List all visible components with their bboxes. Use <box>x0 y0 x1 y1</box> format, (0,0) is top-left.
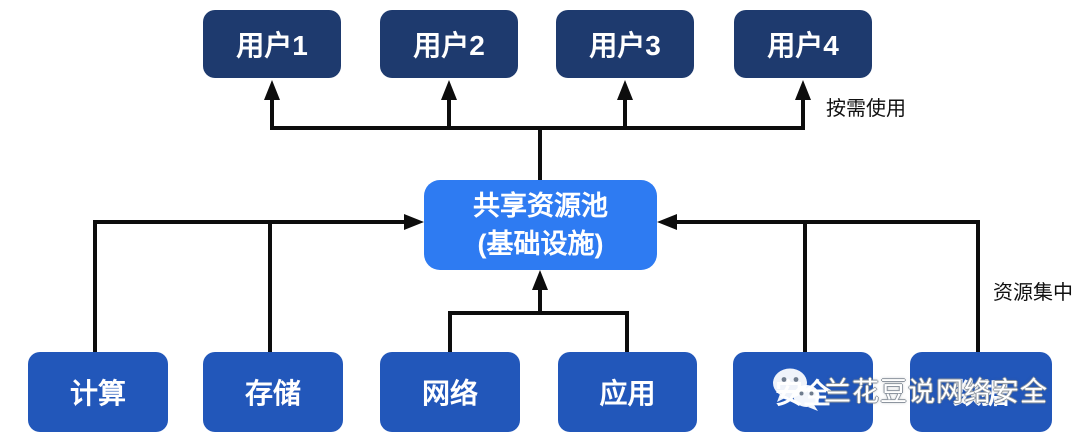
node-label: 用户2 <box>413 30 485 61</box>
node-resource-storage: 存储 <box>203 352 343 432</box>
node-user-1: 用户1 <box>203 10 341 78</box>
node-label: 应用 <box>599 378 656 409</box>
node-label: 安全 <box>774 378 831 409</box>
node-label: 网络 <box>421 378 478 409</box>
node-resource-application: 应用 <box>558 352 697 432</box>
node-user-2: 用户2 <box>380 10 518 78</box>
node-user-4: 用户4 <box>734 10 872 78</box>
arrowheads <box>264 80 811 290</box>
node-shared-resource-pool: 共享资源池 (基础设施) <box>424 180 657 270</box>
node-label: 用户4 <box>767 30 839 61</box>
node-label: 计算 <box>69 378 126 409</box>
pool-title: 共享资源池 <box>473 191 608 221</box>
node-label: 数据 <box>952 378 1009 409</box>
node-label: 用户1 <box>236 30 308 61</box>
node-label: 存储 <box>244 378 301 409</box>
node-resource-network: 网络 <box>380 352 520 432</box>
node-resource-security: 安全 <box>733 352 873 432</box>
node-user-3: 用户3 <box>556 10 694 78</box>
node-resource-compute: 计算 <box>28 352 168 432</box>
annotation-resource-centralization: 资源集中 <box>993 282 1073 304</box>
pool-subtitle: (基础设施) <box>477 229 604 259</box>
node-resource-data: 数据 <box>910 352 1052 432</box>
annotation-on-demand-use: 按需使用 <box>826 98 906 120</box>
node-label: 用户3 <box>589 30 661 61</box>
